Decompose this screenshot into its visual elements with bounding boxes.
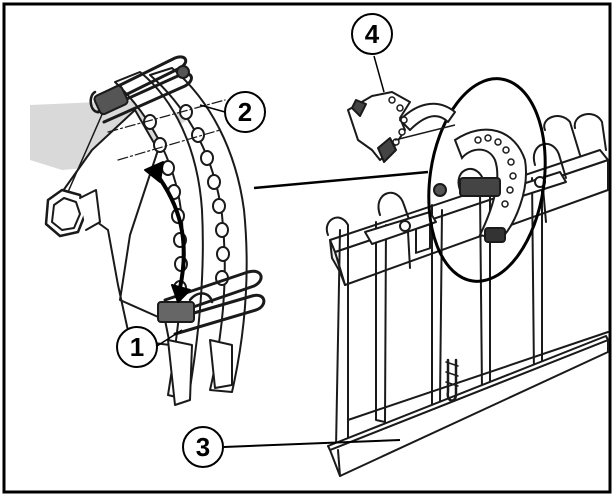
callout-1-label: 1 (130, 332, 144, 362)
bracket-4-holes (388, 96, 408, 146)
bottom-rail-edge (337, 449, 341, 477)
zoom-ellipse (427, 77, 547, 283)
top-clamp-plate (93, 84, 129, 116)
bracket-detail-4 (347, 91, 456, 163)
tine-loop-3 (457, 168, 485, 191)
mounting-plate (59, 109, 171, 346)
lower-rail (347, 331, 609, 421)
arrow-head-down (171, 284, 191, 303)
callout-4-label: 4 (365, 19, 380, 49)
tube-end (329, 239, 346, 286)
tine-loop-1 (377, 191, 413, 229)
ellipse-clamp-holes (474, 134, 517, 208)
bottom-rail (329, 339, 609, 477)
detail-connector-line (253, 170, 429, 190)
callout-2-label: 2 (238, 97, 252, 127)
ellipse-clamp-detail (433, 128, 527, 243)
hanging-chain (446, 358, 458, 402)
callout-1: 1 (116, 326, 183, 368)
callout-3-label: 3 (196, 432, 210, 462)
bottom-u-clamp (163, 269, 266, 336)
adjustment-reference-lines (107, 99, 226, 161)
curved-strap-inner (149, 67, 248, 393)
tine-adjustment-detail (30, 55, 266, 406)
harrow-assembly (325, 113, 609, 477)
bracket-4-arm (399, 102, 456, 131)
tine-tip-left (167, 339, 193, 406)
tine-tip-right (209, 339, 233, 389)
bracket-4-link (394, 124, 456, 141)
arrow-head-up (144, 161, 164, 183)
adjustment-range-arrow (153, 170, 186, 290)
callout-4: 4 (351, 13, 393, 93)
callout-3: 3 (182, 426, 401, 468)
bottom-clamp-plate (157, 301, 195, 323)
rear-tine-2 (573, 113, 607, 151)
hex-bolt-icon (44, 188, 101, 238)
rear-tine-1 (543, 115, 581, 156)
bottom-rail-top (327, 335, 609, 451)
callout-2: 2 (199, 91, 266, 133)
bolt-leader (67, 109, 105, 193)
top-clamp-nut (176, 65, 190, 79)
